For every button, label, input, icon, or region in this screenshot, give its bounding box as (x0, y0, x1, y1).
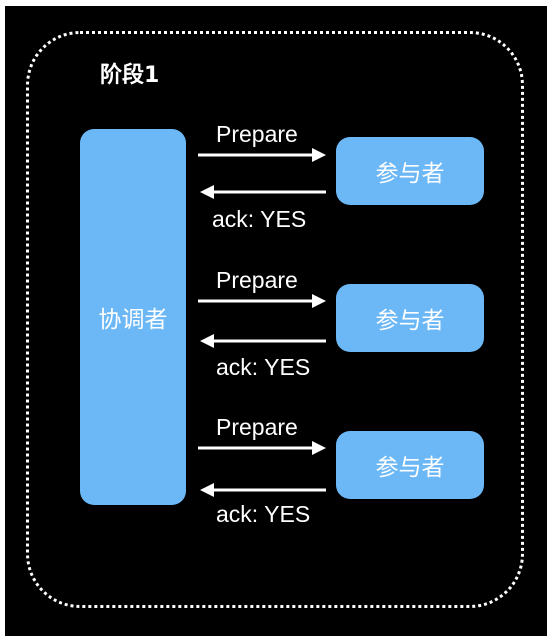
ack-arrow-3 (200, 483, 326, 497)
prepare-label-2: Prepare (216, 267, 298, 293)
ack-arrow-2 (200, 334, 326, 348)
phase-boundary (26, 31, 524, 608)
phase-title: 阶段1 (100, 63, 160, 88)
ack-label-1: ack: YES (212, 206, 307, 232)
participant-node-1: 参与者 (336, 137, 484, 205)
ack-label-2: ack: YES (216, 354, 311, 380)
participant-node-3: 参与者 (336, 431, 484, 499)
prepare-label-1: Prepare (216, 121, 298, 147)
prepare-label-3: Prepare (216, 414, 298, 440)
participant-label-1: 参与者 (375, 161, 445, 187)
prepare-arrow-2 (198, 294, 326, 308)
ack-arrow-1 (200, 185, 326, 199)
coordinator-label: 协调者 (98, 307, 168, 333)
coordinator-node: 协调者 (80, 129, 186, 505)
participant-label-3: 参与者 (375, 455, 445, 481)
prepare-arrow-3 (198, 441, 326, 455)
participant-node-2: 参与者 (336, 284, 484, 352)
participant-label-2: 参与者 (375, 308, 445, 334)
ack-label-3: ack: YES (216, 501, 311, 527)
prepare-arrow-1 (198, 148, 326, 162)
